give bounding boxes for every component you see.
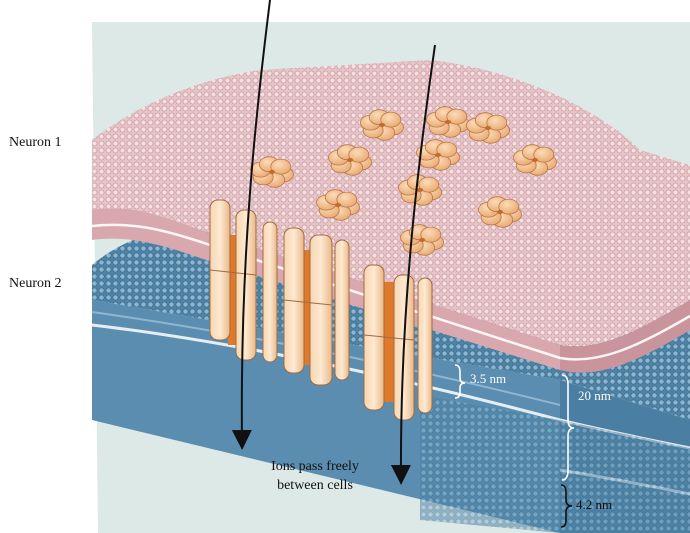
gap-width-label: 4.2 nm	[576, 497, 612, 513]
neuron-1-label: Neuron 1	[9, 135, 62, 151]
ions-caption: Ions pass freely between cells	[250, 457, 380, 495]
total-thickness-label: 20 nm	[578, 388, 611, 404]
membrane-thickness-label: 3.5 nm	[470, 371, 506, 387]
neuron-2-label: Neuron 2	[9, 276, 62, 292]
